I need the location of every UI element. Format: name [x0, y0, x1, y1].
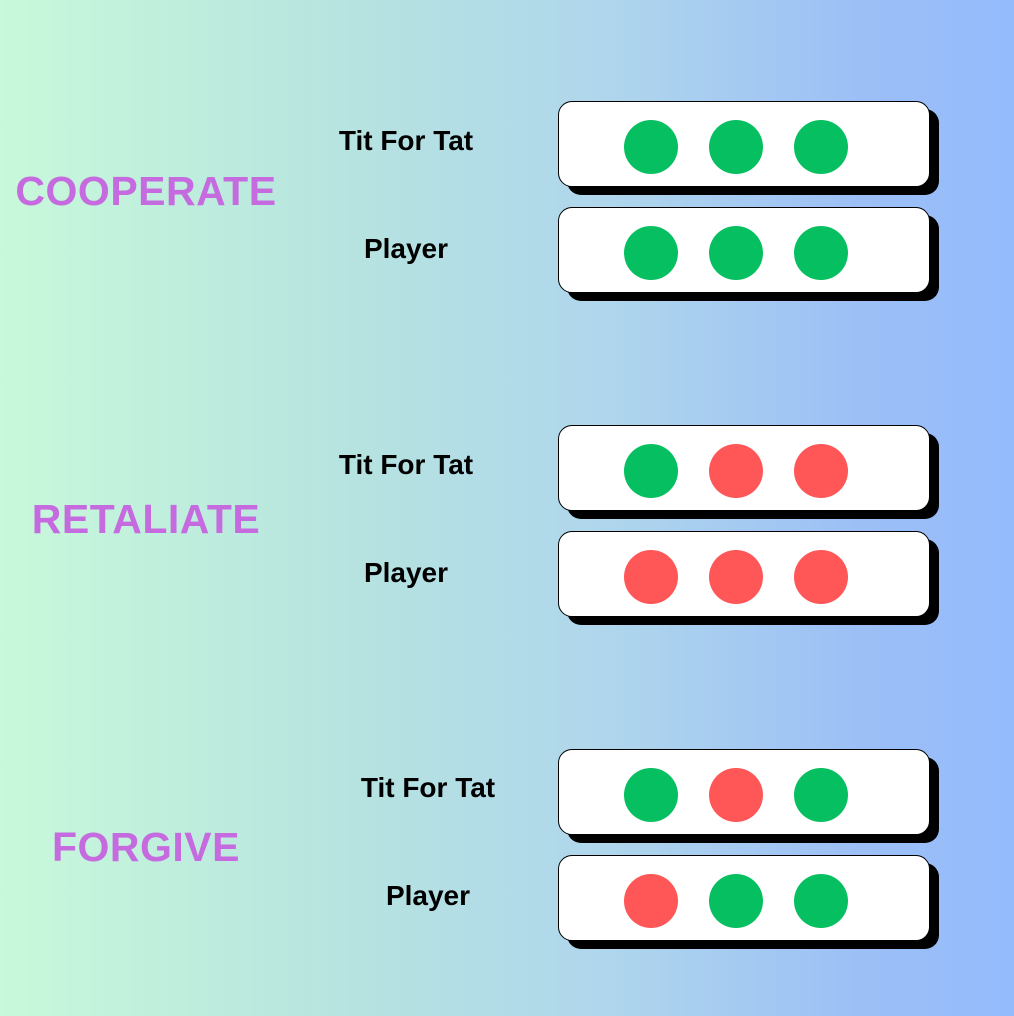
move-dot	[709, 120, 763, 174]
row-label-tit-for-tat: Tit For Tat	[338, 125, 474, 156]
move-dot	[794, 768, 848, 822]
move-dot	[624, 120, 678, 174]
row-label-tit-for-tat: Tit For Tat	[360, 772, 496, 803]
move-dot	[709, 226, 763, 280]
strategy-label: FORGIVE	[51, 824, 241, 870]
strategy-label: RETALIATE	[31, 496, 261, 542]
move-dots	[624, 226, 848, 280]
move-dot	[624, 550, 678, 604]
move-dot	[709, 550, 763, 604]
move-dot	[794, 120, 848, 174]
move-dots	[624, 768, 848, 822]
move-dot	[794, 444, 848, 498]
row-label-player: Player	[363, 557, 449, 588]
moves-box-tit-for-tat	[558, 749, 930, 835]
move-dots	[624, 444, 848, 498]
row-label-tit-for-tat: Tit For Tat	[338, 449, 474, 480]
move-dots	[624, 120, 848, 174]
moves-box-tit-for-tat	[558, 101, 930, 187]
strategy-label: COOPERATE	[15, 168, 277, 214]
moves-box-player	[558, 531, 930, 617]
move-dot	[709, 444, 763, 498]
move-dots	[624, 550, 848, 604]
move-dot	[794, 226, 848, 280]
section-cooperate: COOPERATE Tit For Tat Player	[0, 101, 1014, 301]
move-dot	[624, 444, 678, 498]
row-label-player: Player	[385, 880, 471, 911]
move-dot	[709, 768, 763, 822]
move-dot	[624, 874, 678, 928]
section-forgive: FORGIVE Tit For Tat Player	[0, 749, 1014, 949]
moves-box-tit-for-tat	[558, 425, 930, 511]
section-retaliate: RETALIATE Tit For Tat Player	[0, 425, 1014, 625]
move-dot	[624, 226, 678, 280]
moves-box-player	[558, 855, 930, 941]
move-dot	[794, 874, 848, 928]
moves-box-player	[558, 207, 930, 293]
move-dot	[624, 768, 678, 822]
move-dot	[794, 550, 848, 604]
row-label-player: Player	[363, 233, 449, 264]
move-dot	[709, 874, 763, 928]
move-dots	[624, 874, 848, 928]
